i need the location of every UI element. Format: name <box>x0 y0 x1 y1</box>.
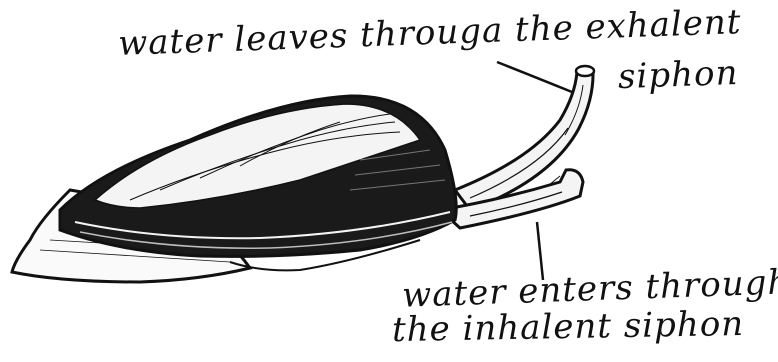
clam-shell <box>60 96 456 256</box>
label-inhalent-line2: the inhalent siphon <box>392 307 745 347</box>
exhalent-leader-line <box>497 62 572 92</box>
label-exhalent-line2: siphon <box>617 56 738 94</box>
